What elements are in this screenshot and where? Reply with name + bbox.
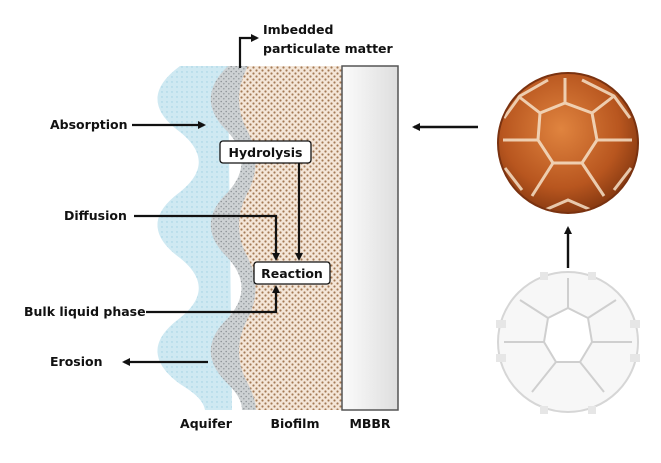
biofilm-carrier-image [497, 72, 639, 214]
bulk-liquid-label: Bulk liquid phase [24, 304, 146, 319]
biofilm-region [239, 66, 342, 410]
diffusion-arrow [134, 214, 280, 261]
imbedded-label-line2: particulate matter [263, 41, 394, 56]
biofilm-label: Biofilm [271, 416, 320, 431]
clean-carrier-image [496, 271, 640, 414]
reaction-box [253, 261, 331, 285]
mbbr-column [341, 65, 399, 411]
absorption-label: Absorption [50, 117, 128, 132]
imbedded-label-line1: Imbedded [263, 22, 333, 37]
reaction-label: Reaction [261, 266, 323, 281]
aquifer-label: Aquifer [180, 416, 233, 431]
hydrolysis-label: Hydrolysis [229, 145, 303, 160]
diffusion-label: Diffusion [64, 208, 127, 223]
erosion-label: Erosion [50, 354, 103, 369]
imbedded-arrow [238, 34, 259, 68]
mbbr-label: MBBR [349, 416, 390, 431]
hydrolysis-box [219, 140, 312, 164]
aquifer-region [157, 66, 232, 410]
bulk-liquid-arrow [146, 285, 280, 314]
